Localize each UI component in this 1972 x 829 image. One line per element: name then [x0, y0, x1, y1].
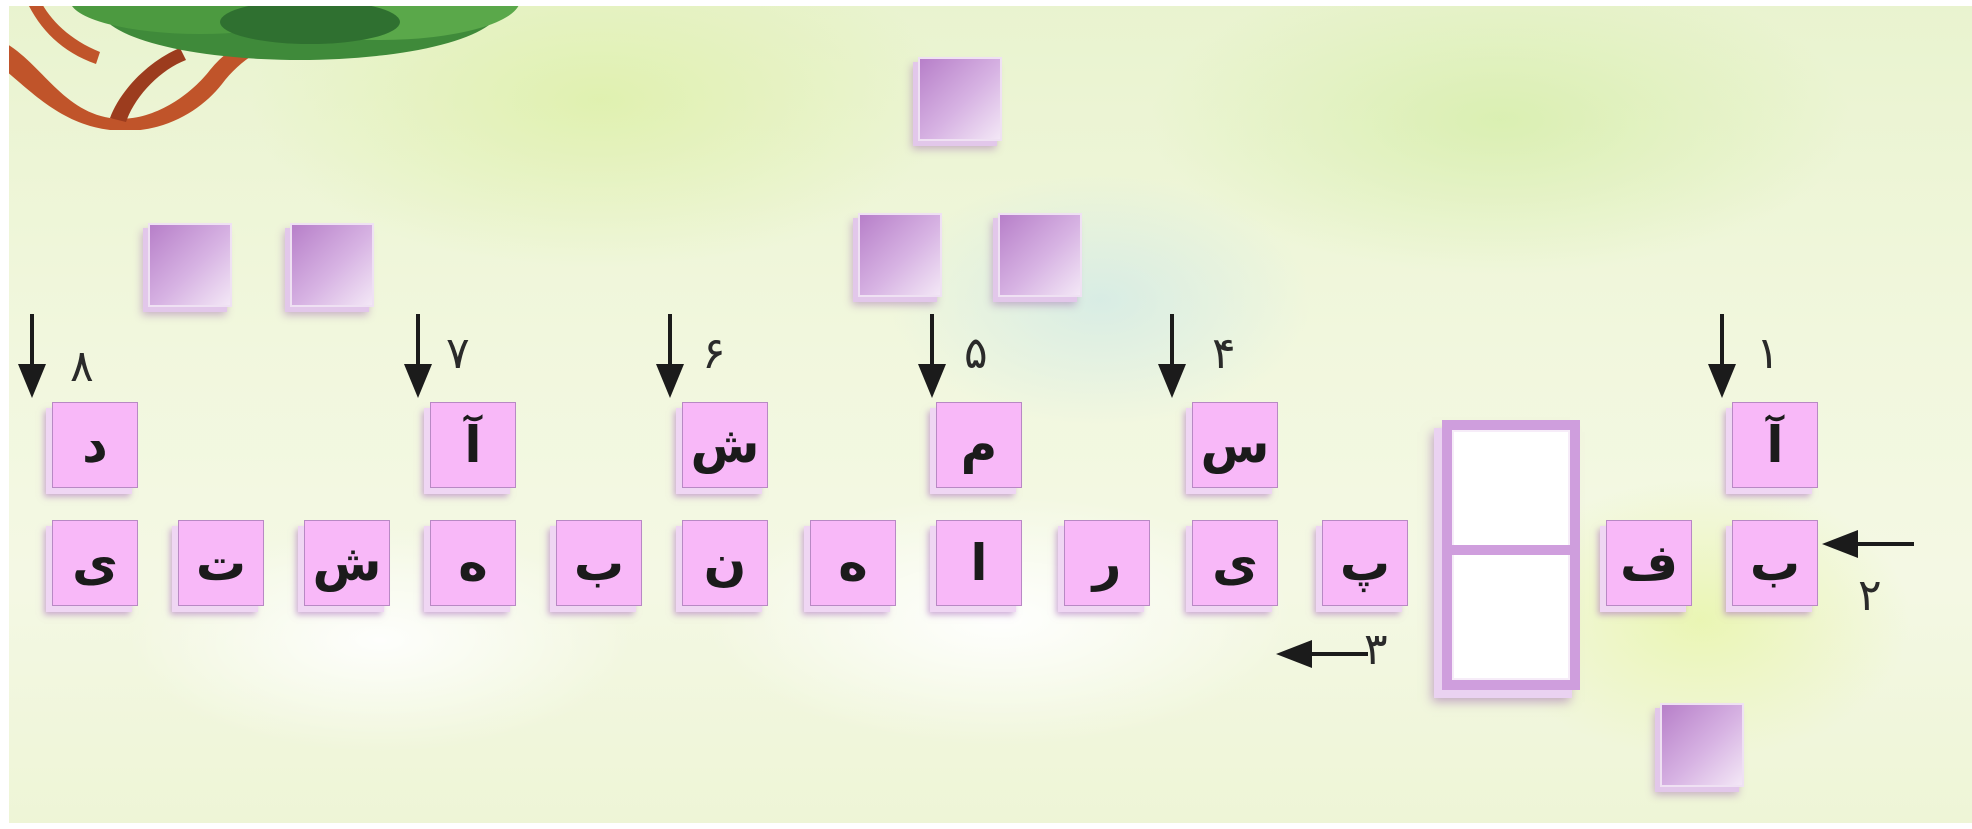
- down-arrow-icon: [18, 314, 46, 398]
- down-arrow-icon: [1708, 314, 1736, 398]
- empty-tile[interactable]: [148, 223, 232, 307]
- slot-divider: [1452, 545, 1570, 555]
- clue-number-3: ۳: [1364, 624, 1388, 675]
- left-arrow-icon: [1276, 640, 1368, 668]
- letter-tile-row-3[interactable]: ت: [178, 520, 264, 606]
- letter-tile-row-2[interactable]: ب: [1732, 520, 1818, 606]
- letter-tile-row-3[interactable]: ر: [1064, 520, 1150, 606]
- tree-branch-icon: [0, 0, 520, 130]
- letter-tile-clue-1[interactable]: آ: [1732, 402, 1818, 488]
- letter-tile-row-2[interactable]: ف: [1606, 520, 1692, 606]
- letter-tile-clue-6[interactable]: ش: [682, 402, 768, 488]
- clue-number-8: ۸: [70, 341, 94, 392]
- letter-tile-clue-7[interactable]: آ: [430, 402, 516, 488]
- frame-border-top: [0, 0, 1972, 6]
- letter-tile-row-3[interactable]: ی: [52, 520, 138, 606]
- letter-tile-row-3[interactable]: ی: [1192, 520, 1278, 606]
- frame-border-left: [0, 0, 9, 829]
- letter-tile-row-3[interactable]: ه: [430, 520, 516, 606]
- clue-number-5: ۵: [964, 328, 988, 379]
- letter-tile-row-3[interactable]: ه: [810, 520, 896, 606]
- clue-number-7: ۷: [446, 328, 470, 379]
- empty-tile[interactable]: [290, 223, 374, 307]
- down-arrow-icon: [404, 314, 432, 398]
- empty-tile[interactable]: [998, 213, 1082, 297]
- letter-tile-clue-4[interactable]: س: [1192, 402, 1278, 488]
- empty-tile[interactable]: [1660, 703, 1744, 787]
- left-arrow-icon: [1822, 530, 1914, 558]
- letter-tile-clue-8[interactable]: د: [52, 402, 138, 488]
- letter-tile-row-3[interactable]: ا: [936, 520, 1022, 606]
- double-slot-tile[interactable]: [1442, 420, 1580, 690]
- down-arrow-icon: [1158, 314, 1186, 398]
- clue-number-2: ۲: [1858, 570, 1882, 621]
- clue-number-1: ۱: [1756, 328, 1780, 379]
- frame-border-bottom: [0, 823, 1972, 829]
- empty-tile[interactable]: [858, 213, 942, 297]
- clue-number-6: ۶: [702, 328, 726, 379]
- letter-tile-row-3[interactable]: ش: [304, 520, 390, 606]
- down-arrow-icon: [918, 314, 946, 398]
- letter-tile-row-3[interactable]: ن: [682, 520, 768, 606]
- letter-tile-row-3[interactable]: ب: [556, 520, 642, 606]
- letter-tile-clue-5[interactable]: م: [936, 402, 1022, 488]
- empty-tile[interactable]: [918, 57, 1002, 141]
- letter-tile-row-3[interactable]: پ: [1322, 520, 1408, 606]
- clue-number-4: ۴: [1212, 328, 1236, 379]
- down-arrow-icon: [656, 314, 684, 398]
